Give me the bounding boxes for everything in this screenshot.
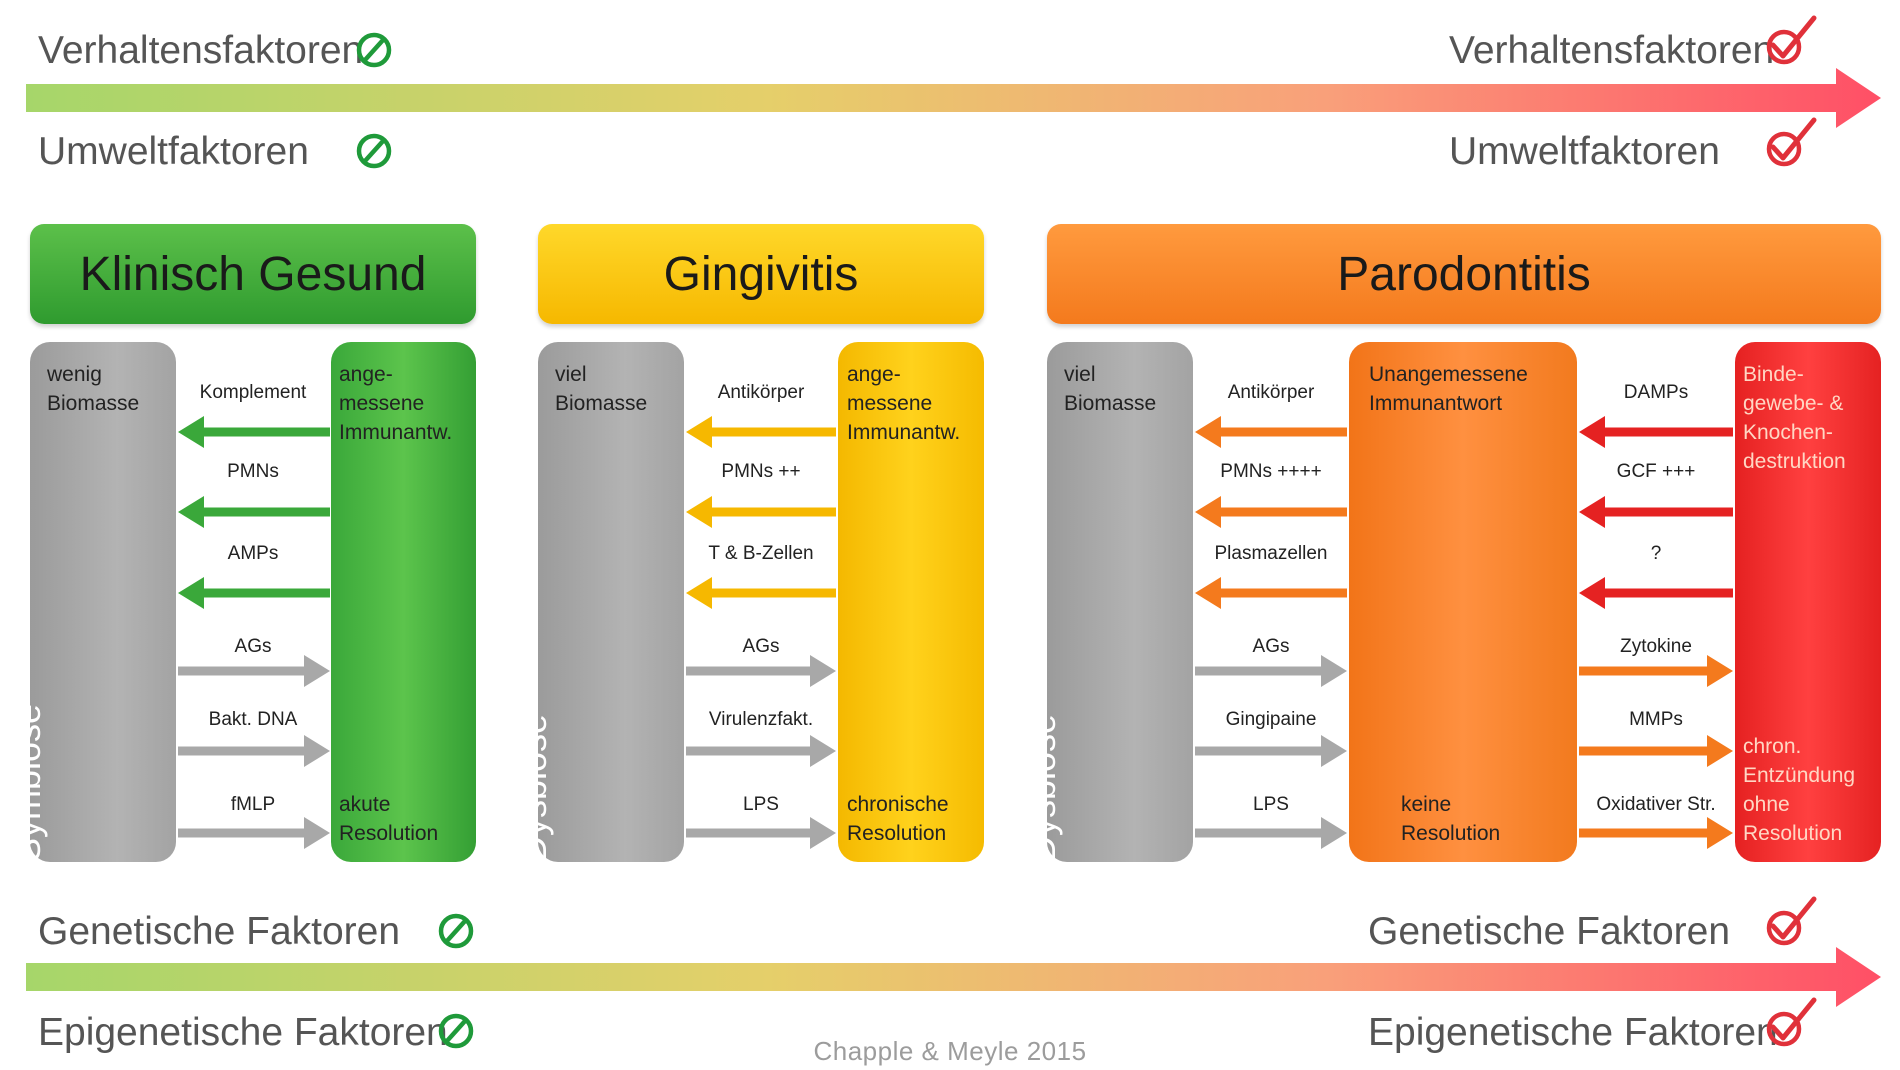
arrow-label: fMLP [230, 794, 276, 815]
arrow-label: Antikörper [717, 382, 805, 403]
bottom-right-factor-2: Epigenetische Faktoren [1368, 1011, 1778, 1054]
arrow-right [1195, 817, 1347, 849]
arrow-left [686, 496, 836, 528]
tissue-footer: chron. Entzündung ohne Resolution [1743, 735, 1856, 845]
circle-check-icon [1766, 896, 1817, 946]
arrow-left [178, 577, 330, 609]
arrow-right [1579, 735, 1733, 767]
bottom-left-factor-1: Genetische Faktoren [38, 910, 401, 953]
arrow-label: AGs [742, 636, 780, 657]
response-panel-healthy: ange- messene Immunantw. akute Resolutio… [331, 342, 476, 862]
stage-header-healthy: Klinisch Gesund [30, 224, 476, 324]
arrow-right [1579, 817, 1733, 849]
arrow-left [686, 416, 836, 448]
arrow-right [1579, 655, 1733, 687]
response-footer: akute Resolution [339, 793, 439, 845]
top-left-factor-2: Umweltfaktoren [38, 130, 309, 173]
arrow-left [1195, 496, 1347, 528]
arrow-label: Gingipaine [1225, 709, 1317, 730]
arrow-label: AMPs [227, 543, 279, 564]
circle-slash-icon [356, 133, 392, 169]
arrow-label: DAMPs [1623, 382, 1689, 403]
circle-slash-icon [356, 32, 392, 68]
arrow-right [1195, 735, 1347, 767]
biomass-panel-periodontitis: viel Biomasse Ausgeprägte Dysbiose [985, 342, 1193, 862]
arrow-left [178, 416, 330, 448]
biomass-panel-gingivitis: viel Biomasse Beginnende Dysbiose [476, 342, 684, 862]
top-right-factor-2: Umweltfaktoren [1449, 130, 1720, 173]
arrow-left [1579, 416, 1733, 448]
arrow-left [686, 577, 836, 609]
arrow-label: PMNs ++++ [1220, 461, 1322, 482]
response-panel-periodontitis: Unangemessene Immunantwort keine Resolut… [1349, 342, 1577, 862]
arrow-label: Bakt. DNA [208, 709, 298, 730]
arrow-right [178, 817, 330, 849]
arrow-left [1195, 577, 1347, 609]
arrow-label: PMNs [227, 461, 279, 482]
top-right-factor-1: Verhaltensfaktoren [1449, 29, 1775, 72]
arrow-label: LPS [743, 794, 779, 815]
response-panel-gingivitis: ange- messene Immunantw. chronische Reso… [838, 342, 984, 862]
arrow-left [178, 496, 330, 528]
arrow-right [686, 655, 836, 687]
arrow-label: GCF +++ [1616, 461, 1696, 482]
arrow-label: T & B-Zellen [708, 543, 814, 564]
arrow-right [686, 735, 836, 767]
arrow-label: Komplement [199, 382, 307, 403]
circle-check-icon [1766, 15, 1817, 65]
arrow-right [178, 655, 330, 687]
arrow-left [1579, 496, 1733, 528]
arrow-label: PMNs ++ [721, 461, 801, 482]
response-label: Unangemessene Immunantwort [1369, 363, 1528, 415]
bottom-progression-arrow [26, 947, 1881, 1007]
bottom-right-factor-1: Genetische Faktoren [1368, 910, 1731, 953]
arrow-left [1195, 416, 1347, 448]
circle-slash-icon [438, 1013, 474, 1049]
arrow-label: Zytokine [1620, 636, 1692, 657]
response-footer: keine Resolution [1401, 793, 1501, 845]
biomass-label: viel Biomasse [555, 363, 648, 415]
arrow-right [1195, 655, 1347, 687]
tissue-label: Binde- gewebe- & Knochen- destruktion [1743, 363, 1846, 473]
arrow-label: AGs [1252, 636, 1290, 657]
source-credit: Chapple & Meyle 2015 [813, 1036, 1087, 1066]
arrow-left [1579, 577, 1733, 609]
biomass-label: viel Biomasse [1064, 363, 1157, 415]
arrow-label: MMPs [1629, 709, 1683, 730]
circle-check-icon [1766, 997, 1817, 1047]
stage-header-periodontitis: Parodontitis [1047, 224, 1881, 324]
biomass-label: wenig Biomasse [47, 363, 140, 415]
biomass-panel-healthy: wenig Biomasse Symbiose [7, 342, 176, 862]
response-footer: chronische Resolution [847, 793, 949, 845]
stage-header-gingivitis: Gingivitis [538, 224, 984, 324]
response-label: ange- messene Immunantw. [847, 363, 961, 444]
circle-check-icon [1766, 117, 1817, 167]
arrow-label: Oxidativer Str. [1596, 794, 1716, 815]
arrow-right [686, 817, 836, 849]
arrow-label: ? [1650, 543, 1662, 564]
arrow-right [178, 735, 330, 767]
tissue-panel-periodontitis: Binde- gewebe- & Knochen- destruktion ch… [1735, 342, 1881, 862]
arrow-label: Antikörper [1227, 382, 1315, 403]
arrow-label: AGs [234, 636, 272, 657]
arrow-label: LPS [1253, 794, 1289, 815]
bottom-left-factor-2: Epigenetische Faktoren [38, 1011, 448, 1054]
arrow-label: Plasmazellen [1214, 543, 1328, 564]
top-left-factor-1: Verhaltensfaktoren [38, 29, 364, 72]
circle-slash-icon [438, 913, 474, 949]
arrow-label: Virulenzfakt. [708, 709, 814, 730]
top-progression-arrow [26, 68, 1881, 128]
response-label: ange- messene Immunantw. [339, 363, 453, 444]
